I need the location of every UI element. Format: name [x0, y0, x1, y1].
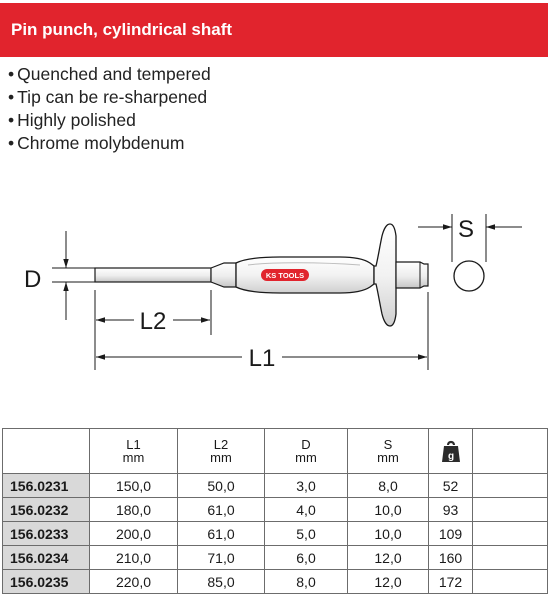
cross-section-circle: [453, 260, 485, 292]
dimension-l1-label: L1: [249, 345, 276, 372]
column-header-l1: L1 mm: [89, 428, 178, 474]
article-number: 156.0234: [2, 545, 90, 570]
column-header-unit: mm: [377, 450, 399, 465]
cell-l2: 61,0: [177, 521, 265, 546]
column-header-unit: mm: [295, 450, 317, 465]
feature-item: Quenched and tempered: [8, 63, 211, 86]
article-number: 156.0231: [2, 473, 90, 498]
table-row: 156.0235 220,0 85,0 8,0 12,0 172: [2, 569, 548, 594]
cell-blank: [472, 545, 548, 570]
feature-item: Chrome molybdenum: [8, 132, 211, 155]
cell-d: 3,0: [264, 473, 348, 498]
cell-blank: [472, 497, 548, 522]
cell-weight: 109: [428, 521, 473, 546]
cell-weight: 160: [428, 545, 473, 570]
weight-icon-letter: g: [447, 451, 453, 462]
column-header-blank: [472, 428, 548, 474]
cell-l1: 180,0: [89, 497, 178, 522]
dimension-s: S: [418, 214, 522, 292]
cell-s: 10,0: [347, 497, 429, 522]
cell-blank: [472, 569, 548, 594]
cell-weight: 172: [428, 569, 473, 594]
column-header-d: D mm: [264, 428, 348, 474]
dimension-d-label: D: [24, 266, 41, 293]
cell-d: 4,0: [264, 497, 348, 522]
article-number: 156.0235: [2, 569, 90, 594]
cell-l1: 150,0: [89, 473, 178, 498]
column-header-unit: mm: [210, 450, 232, 465]
column-header-label: S: [383, 437, 393, 452]
dimension-l1: L1: [94, 292, 429, 372]
cell-blank: [472, 473, 548, 498]
column-header-label: L2: [213, 437, 229, 452]
technical-drawing: D KS TOOLS S L2 L1: [24, 214, 522, 372]
pin-punch-illustration: KS TOOLS: [94, 223, 429, 327]
article-number: 156.0233: [2, 521, 90, 546]
cell-d: 8,0: [264, 569, 348, 594]
column-header-label: D: [301, 437, 311, 452]
article-number: 156.0232: [2, 497, 90, 522]
cell-s: 10,0: [347, 521, 429, 546]
page-title: Pin punch, cylindrical shaft: [0, 3, 548, 57]
table-row: 156.0233 200,0 61,0 5,0 10,0 109: [2, 521, 548, 546]
cell-l2: 71,0: [177, 545, 265, 570]
dimension-l2: L2: [94, 290, 212, 335]
cell-s: 12,0: [347, 569, 429, 594]
cell-l2: 85,0: [177, 569, 265, 594]
dimension-d: D: [24, 231, 96, 320]
table-row: 156.0232 180,0 61,0 4,0 10,0 93: [2, 497, 548, 522]
cell-weight: 52: [428, 473, 473, 498]
cell-l2: 50,0: [177, 473, 265, 498]
feature-item: Tip can be re-sharpened: [8, 86, 211, 109]
brand-logo-text: KS TOOLS: [266, 271, 304, 280]
table-row: 156.0234 210,0 71,0 6,0 12,0 160: [2, 545, 548, 570]
column-header-l2: L2 mm: [177, 428, 265, 474]
cell-s: 12,0: [347, 545, 429, 570]
table-header-row: L1 mm L2 mm D mm S mm g: [2, 428, 548, 474]
column-header-unit: mm: [122, 450, 145, 465]
cell-l1: 210,0: [89, 545, 178, 570]
cell-d: 6,0: [264, 545, 348, 570]
dimension-s-label: S: [458, 216, 474, 243]
brand-logo: [261, 269, 309, 281]
column-header-label: L1: [126, 437, 141, 452]
cell-d: 5,0: [264, 521, 348, 546]
cell-l2: 61,0: [177, 497, 265, 522]
cell-l1: 200,0: [89, 521, 178, 546]
feature-list: Quenched and tempered Tip can be re-shar…: [8, 63, 211, 155]
cell-weight: 93: [428, 497, 473, 522]
column-header-weight: g: [428, 428, 473, 474]
cell-l1: 220,0: [89, 569, 178, 594]
column-header-s: S mm: [347, 428, 429, 474]
column-header-article: [2, 428, 90, 474]
dimension-l2-label: L2: [140, 308, 167, 335]
weight-icon: g: [441, 440, 460, 462]
cell-blank: [472, 521, 548, 546]
specification-table: L1 mm L2 mm D mm S mm g: [2, 428, 548, 594]
cell-s: 8,0: [347, 473, 429, 498]
table-row: 156.0231 150,0 50,0 3,0 8,0 52: [2, 473, 548, 498]
feature-item: Highly polished: [8, 109, 211, 132]
